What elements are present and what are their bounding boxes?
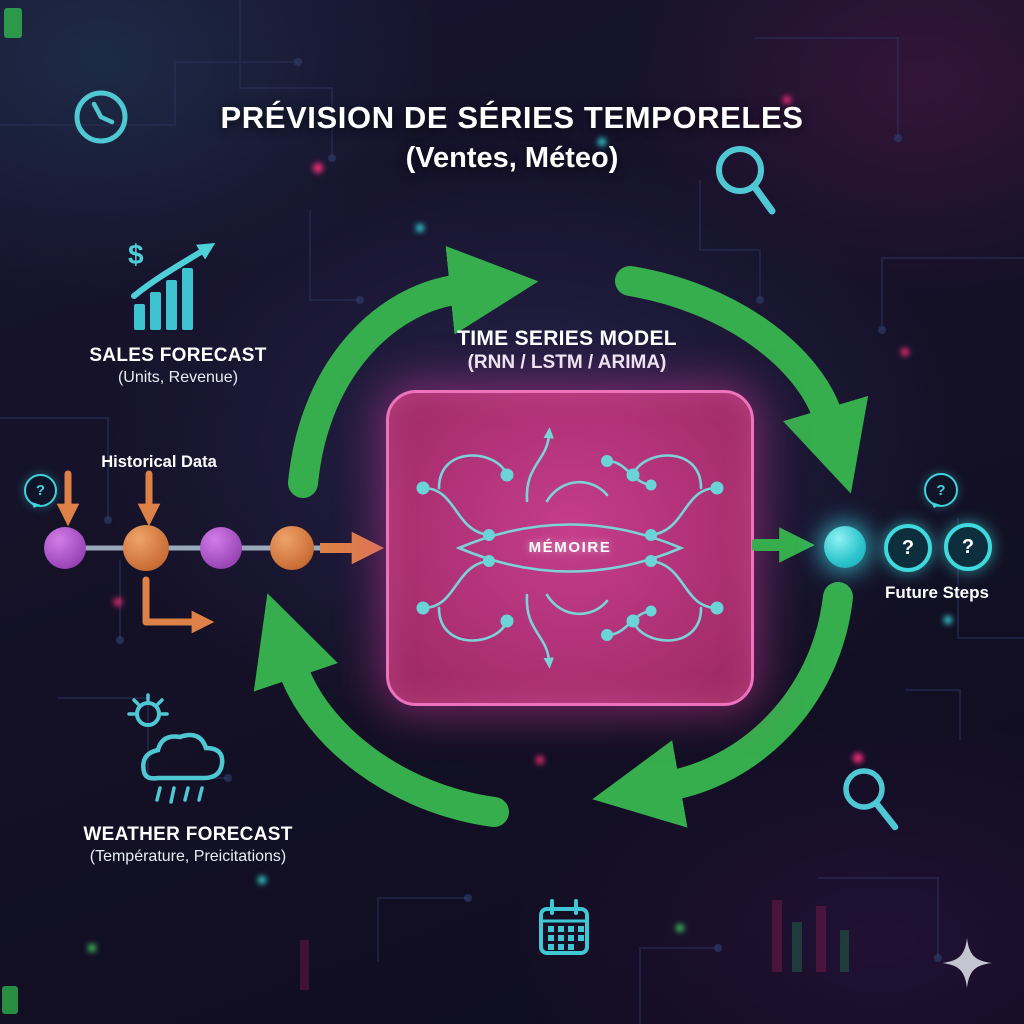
- question-mark: ?: [936, 481, 946, 499]
- timeline-node-4: [270, 526, 314, 570]
- title-line1: PRÉVISION DE SÉRIES TEMPORELES: [220, 100, 804, 135]
- sales-growth-chart-icon: $: [128, 239, 216, 330]
- output-arrow: [752, 527, 815, 563]
- timeline-node-3: [200, 527, 242, 569]
- future-node-q2: ?: [944, 523, 992, 571]
- memory-label: MÉMOIRE: [528, 538, 612, 556]
- model-box: MÉMOIRE: [386, 390, 754, 706]
- timeline-node-1: [44, 527, 86, 569]
- calendar-icon: [539, 899, 589, 955]
- question-mark: ?: [961, 535, 975, 558]
- clock-icon: [74, 90, 128, 144]
- feedback-arrow: [142, 576, 215, 634]
- question-bubble-right: ?: [924, 473, 958, 507]
- question-mark: ?: [901, 536, 915, 559]
- question-bubble-left: ?: [24, 474, 57, 507]
- timeline: [44, 470, 385, 634]
- timeline-node-2: [123, 525, 169, 571]
- magnifier-icon-top: [716, 146, 776, 215]
- future-steps-label: Future Steps: [885, 583, 989, 602]
- future-node-filled: [824, 526, 866, 568]
- historical-data-label: Historical Data: [101, 453, 217, 471]
- title-line2: (Ventes, Méteo): [405, 142, 619, 174]
- sparkle-icon: [942, 938, 992, 988]
- sales-forecast-sublabel: (Units, Revenue): [117, 369, 239, 386]
- weather-forecast-label: WEATHER FORECAST: [83, 824, 293, 845]
- model-title: TIME SERIES MODEL: [457, 327, 677, 350]
- sales-forecast-label: SALES FORECAST: [89, 345, 267, 366]
- question-mark: ?: [35, 482, 46, 499]
- weather-forecast-sublabel: (Température, Preicitations): [89, 848, 287, 865]
- magnifier-icon-bottom: [843, 768, 899, 831]
- neural-network-diagram: [416, 427, 724, 669]
- model-subtitle: (RNN / LSTM / ARIMA): [467, 352, 667, 373]
- future-node-q1: ?: [884, 524, 932, 572]
- weather-cloud-icon: [127, 693, 225, 804]
- dollar-sign: $: [128, 239, 144, 270]
